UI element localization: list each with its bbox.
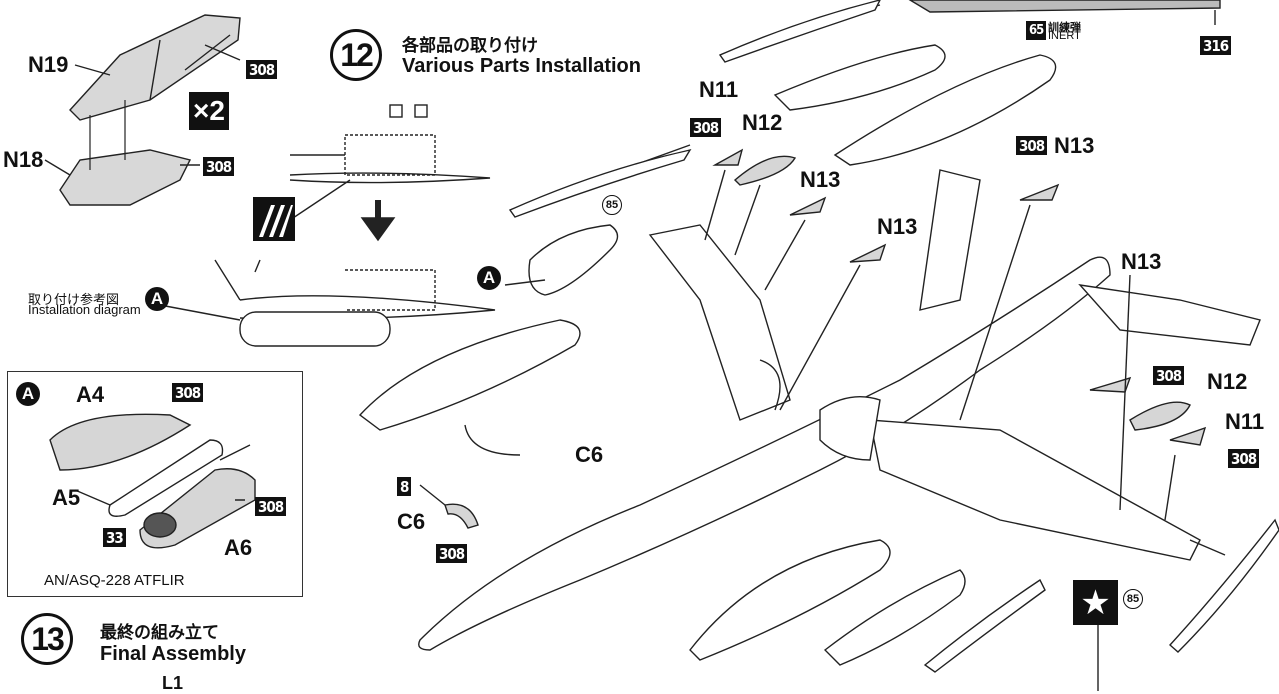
part-badge-65: 65 bbox=[1026, 21, 1047, 40]
pod-a bbox=[528, 224, 619, 296]
canopy bbox=[819, 395, 881, 461]
part-badge-308: 308 bbox=[172, 383, 204, 402]
part-label-n13: N13 bbox=[1121, 249, 1162, 274]
part-badge-308: 308 bbox=[1228, 449, 1260, 468]
step-13-title-en: Final Assembly bbox=[100, 643, 246, 665]
rack-lower bbox=[823, 569, 966, 666]
part-label-n18: N18 bbox=[3, 147, 44, 172]
inset-a-box bbox=[7, 371, 303, 597]
part-badge-308: 308 bbox=[1016, 136, 1048, 155]
part-badge-308: 308 bbox=[690, 118, 722, 137]
part-label-l1: L1 bbox=[162, 673, 184, 693]
left-wing bbox=[648, 224, 791, 421]
fuselage bbox=[418, 256, 1111, 651]
a4-shape bbox=[49, 413, 192, 471]
step-12-number: 12 bbox=[330, 29, 382, 81]
part-circle-85: 85 bbox=[1123, 589, 1143, 609]
center-tank bbox=[833, 54, 1057, 166]
part-label-c6-detail: C6 bbox=[397, 509, 426, 534]
part-badge-308: 308 bbox=[246, 60, 278, 79]
missile-right bbox=[1169, 518, 1279, 653]
drop-tank-left bbox=[358, 319, 581, 431]
part-label-a5: A5 bbox=[52, 485, 81, 510]
missile-lower bbox=[923, 578, 1046, 673]
marker-a-main-icon: A bbox=[477, 266, 501, 290]
top-missile bbox=[718, 0, 881, 63]
inset-caption: AN/ASQ-228 ATFLIR bbox=[44, 572, 185, 589]
step-12-title-en: Various Parts Installation bbox=[402, 55, 641, 77]
install-ref-jp: 取り付け参考図 bbox=[28, 292, 120, 307]
tail-fin bbox=[919, 169, 981, 311]
part-badge-316: 316 bbox=[1200, 36, 1232, 55]
part-label-a4: A4 bbox=[76, 382, 105, 407]
part-label-n19: N19 bbox=[28, 52, 69, 77]
rack-top bbox=[773, 44, 946, 111]
stabilizer bbox=[1078, 284, 1261, 346]
part-badge-308: 308 bbox=[203, 157, 235, 176]
inert-label-en: INERT bbox=[1048, 30, 1081, 42]
drop-tank-lower-left bbox=[689, 539, 891, 661]
right-wing bbox=[869, 419, 1201, 561]
step-13-title-jp: 最終の組み立て bbox=[100, 623, 219, 642]
part-circle-85: 85 bbox=[602, 195, 622, 215]
part-badge-308: 308 bbox=[1153, 366, 1185, 385]
part-label-c6: C6 bbox=[575, 442, 604, 467]
part-label-n13: N13 bbox=[877, 214, 918, 239]
part-badge-8: 8 bbox=[397, 477, 412, 496]
missile-left bbox=[508, 148, 692, 218]
pylon-n18-shape bbox=[59, 149, 192, 206]
part-badge-308: 308 bbox=[255, 497, 287, 516]
part-label-n13: N13 bbox=[1054, 133, 1095, 158]
part-label-n12: N12 bbox=[1207, 369, 1248, 394]
inert-label-jp: 訓練弾 bbox=[1048, 22, 1081, 34]
multiplier-x2: ×2 bbox=[189, 92, 229, 130]
inset-marker-a-icon: A bbox=[16, 382, 40, 406]
decal-stripes-icon bbox=[253, 197, 295, 241]
part-label-n12: N12 bbox=[742, 110, 783, 135]
part-label-a6: A6 bbox=[224, 535, 253, 560]
marker-a-icon: A bbox=[145, 287, 169, 311]
part-badge-308: 308 bbox=[436, 544, 468, 563]
part-badge-33: 33 bbox=[103, 528, 126, 547]
step-13-number: 13 bbox=[21, 613, 73, 665]
part-label-n11: N11 bbox=[699, 77, 739, 102]
step-12-title-jp: 各部品の取り付け bbox=[402, 36, 538, 55]
install-ref-en: Installation diagram bbox=[28, 302, 141, 317]
star-decal-icon: ★ bbox=[1073, 580, 1118, 625]
part-label-n11: N11 bbox=[1225, 409, 1265, 434]
part-label-n13: N13 bbox=[800, 167, 841, 192]
